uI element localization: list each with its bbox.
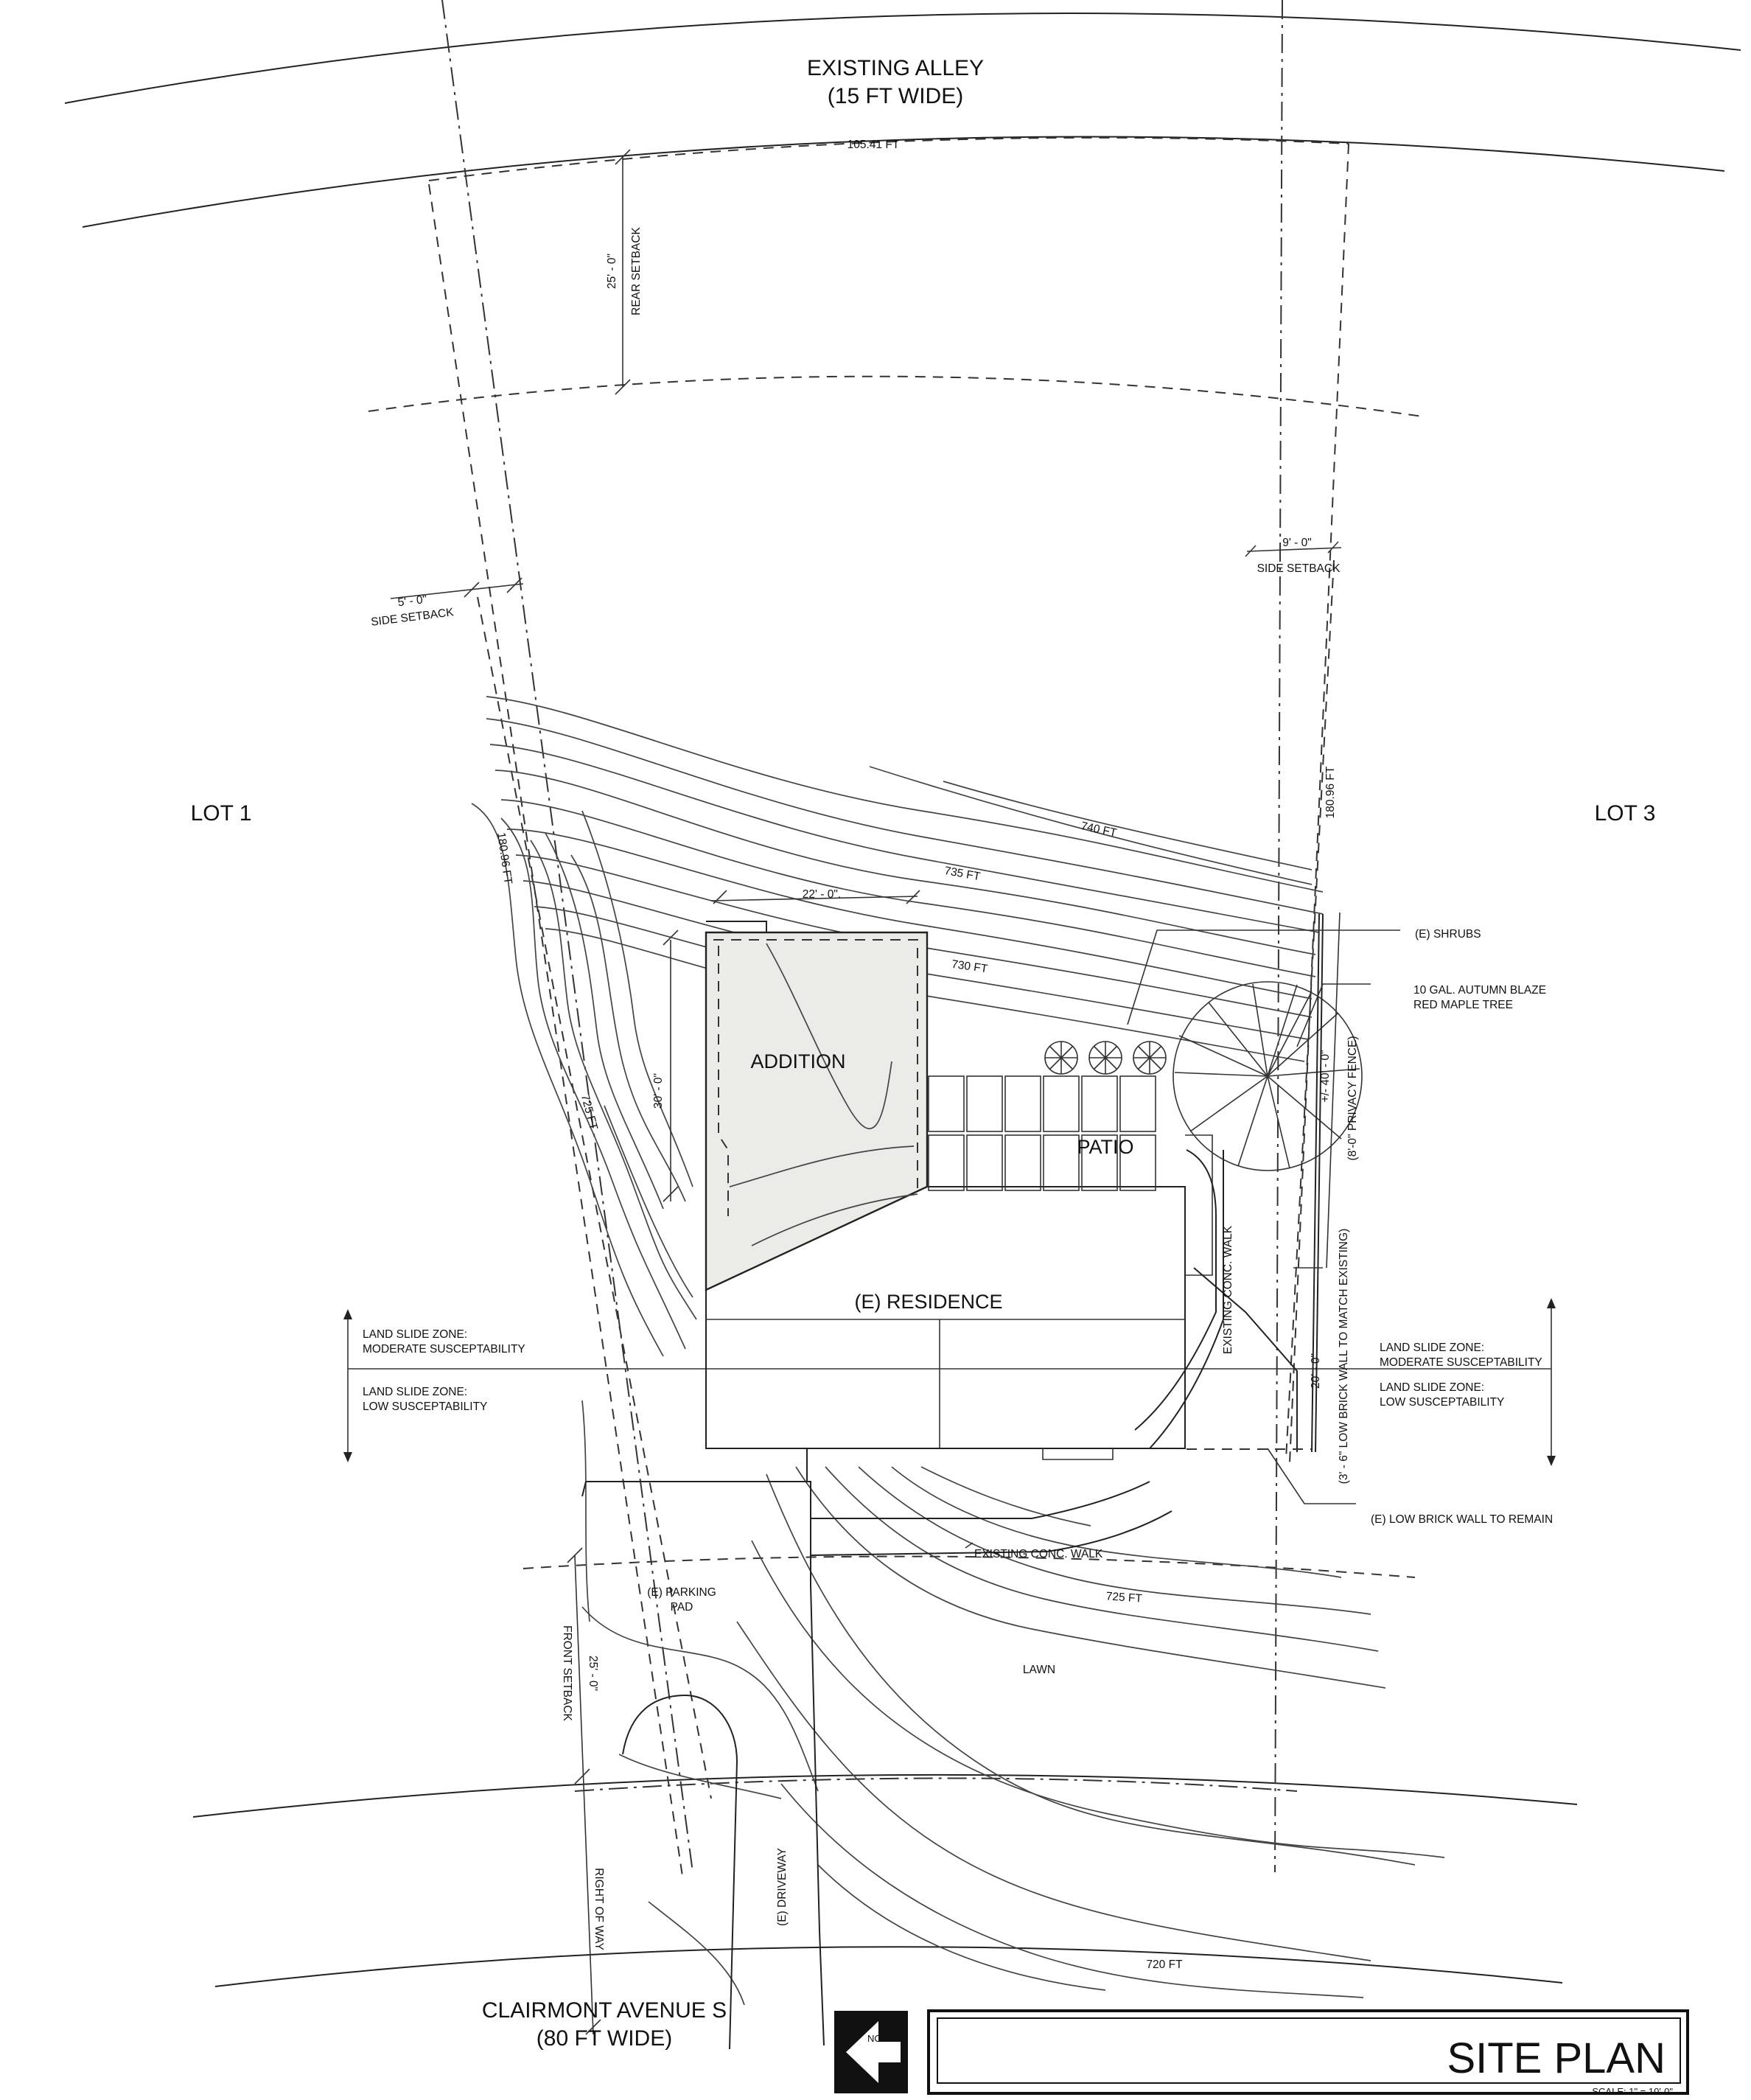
- wall-note: (3' - 6" LOW BRICK WALL TO MATCH EXISTIN…: [1338, 1229, 1350, 1485]
- leader-lines: [965, 929, 1400, 1549]
- brick-wall-callout: (E) LOW BRICK WALL TO REMAIN: [1371, 1513, 1553, 1526]
- lower-walk-label: EXISTING CONC. WALK: [974, 1548, 1103, 1560]
- landslide-left-low-2: LOW SUSCEPTABILITY: [363, 1400, 487, 1413]
- contour-lines-upper: [486, 696, 1324, 1062]
- patio-pavers: [928, 1075, 1156, 1191]
- title-block: SITE PLAN SCALE: 1" = 10'-0": [927, 2009, 1689, 2097]
- left-property-dimension: 180.96 FT: [494, 831, 514, 885]
- landslide-right-moderate-1: LAND SLIDE ZONE:: [1380, 1342, 1484, 1354]
- rear-setback-label: REAR SETBACK: [630, 226, 643, 315]
- right-side-setback-value: 9' - 0": [1282, 537, 1311, 549]
- contour-735-label: 735 FT: [943, 865, 982, 883]
- residence-label: (E) RESIDENCE: [854, 1291, 1002, 1313]
- addition-dimension-depth: 30' - 0": [652, 1073, 665, 1109]
- title-text: SITE PLAN: [1447, 2034, 1666, 2082]
- scale-text: SCALE: 1" = 10'-0": [1592, 2086, 1673, 2097]
- maple-tree: [1172, 981, 1363, 1171]
- fence-note: (8'-0" PRIVACY FENCE): [1346, 1036, 1359, 1161]
- alley-width: (15 FT WIDE): [828, 84, 963, 108]
- north-arrow: NORTH: [834, 2011, 908, 2093]
- landslide-left-moderate-1: LAND SLIDE ZONE:: [363, 1328, 467, 1341]
- landslide-right-low-2: LOW SUSCEPTABILITY: [1380, 1396, 1504, 1409]
- left-side-setback-value: 5' - 0": [397, 593, 427, 610]
- north-label: NORTH: [867, 2033, 901, 2044]
- alley-name: EXISTING ALLEY: [807, 56, 984, 80]
- right-property-dimension: 180.96 FT: [1324, 766, 1337, 818]
- landslide-arrows: [343, 1298, 1556, 1466]
- left-side-setback-label: SIDE SETBACK: [370, 606, 455, 629]
- wall-length: 20' - 0": [1310, 1353, 1322, 1389]
- addition-dimension-width: 22' - 0".: [803, 888, 841, 901]
- landslide-left-moderate-2: MODERATE SUSCEPTABILITY: [363, 1343, 525, 1356]
- patio-label: PATIO: [1077, 1136, 1133, 1158]
- avenue-name: CLAIRMONT AVENUE S: [482, 1998, 727, 2023]
- contour-730-label: 730 FT: [951, 958, 989, 976]
- right-of-way-label: RIGHT OF WAY: [593, 1868, 605, 1950]
- lawn-label: LAWN: [1023, 1664, 1055, 1676]
- tree-callout-line2: RED MAPLE TREE: [1413, 999, 1513, 1011]
- avenue-width: (80 FT WIDE): [537, 2026, 672, 2051]
- parking-pad-and-driveway: [581, 1448, 1172, 2050]
- front-setback-label: FRONT SETBACK: [561, 1625, 573, 1721]
- contour-725-bottom-label: 725 FT: [1105, 1590, 1143, 1605]
- landslide-right-low-1: LAND SLIDE ZONE:: [1380, 1381, 1484, 1394]
- fence-length: +/- 40' - 0": [1319, 1050, 1332, 1103]
- addition-label: ADDITION: [750, 1050, 845, 1072]
- shrubs: [1044, 1041, 1167, 1075]
- lot-left-label: LOT 1: [191, 801, 252, 826]
- addition-footprint: [705, 921, 929, 1291]
- contour-740-label: 740 FT: [1080, 820, 1118, 840]
- avenue-edges: [192, 1773, 1578, 1987]
- property-lines: [368, 0, 1423, 1877]
- side-walk-label: EXISTING CONC. WALK: [1222, 1225, 1234, 1354]
- parking-pad-label-2: PAD: [671, 1601, 693, 1614]
- contour-720-label: 720 FT: [1146, 1958, 1183, 1971]
- alley-edges: [64, 13, 1741, 228]
- shrubs-callout: (E) SHRUBS: [1415, 928, 1481, 941]
- contour-lines-left: [471, 803, 697, 1622]
- existing-residence: [705, 1134, 1213, 1460]
- landslide-left-low-1: LAND SLIDE ZONE:: [363, 1386, 467, 1398]
- driveway-label: (E) DRIVEWAY: [776, 1848, 789, 1926]
- top-property-dimension: 105.41 FT: [847, 139, 900, 151]
- side-walk-and-fence: [1134, 913, 1324, 1453]
- front-setback-value: 25' - 0": [587, 1656, 599, 1691]
- parking-pad-label-1: (E) PARKING: [647, 1586, 716, 1599]
- contour-725-left-label: 725 FT: [579, 1093, 600, 1131]
- lot-right-label: LOT 3: [1595, 801, 1656, 826]
- contour-lines-lower: [581, 1466, 1445, 2006]
- rear-setback-value: 25' - 0": [606, 254, 618, 289]
- right-side-setback-label: SIDE SETBACK: [1257, 562, 1341, 575]
- tree-callout-line1: 10 GAL. AUTUMN BLAZE: [1413, 984, 1546, 997]
- dimension-lines: [390, 149, 1342, 2035]
- landslide-right-moderate-2: MODERATE SUSCEPTABILITY: [1380, 1356, 1542, 1369]
